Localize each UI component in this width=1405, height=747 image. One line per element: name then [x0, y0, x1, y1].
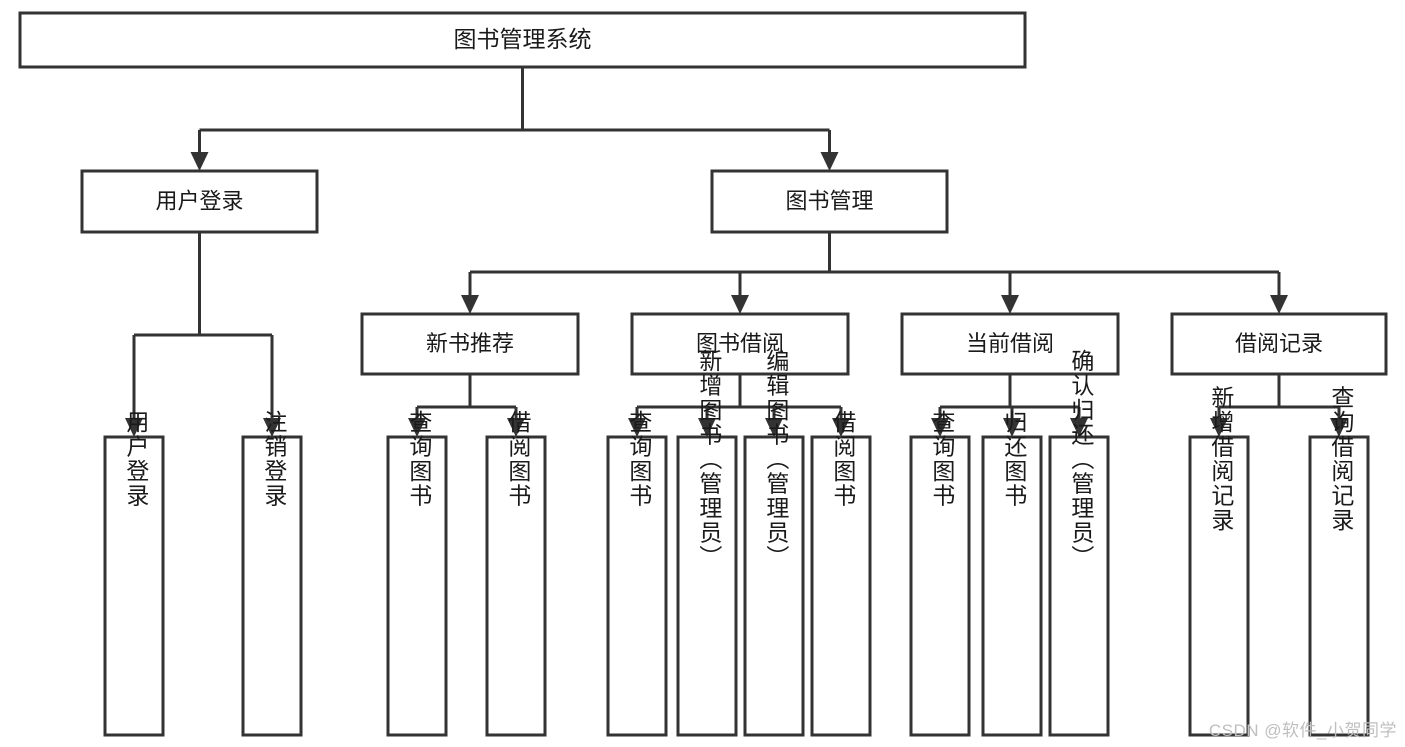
node-leaf-5-box[interactable]: [676, 435, 738, 737]
arrow-head-icon: [931, 418, 949, 437]
arrow-head-icon: [125, 418, 143, 437]
node-leaf-8[interactable]: 查询图书: [909, 410, 971, 737]
node-leaf-3[interactable]: 借阅图书: [485, 410, 547, 737]
node-l1-1-box[interactable]: [710, 169, 949, 234]
node-leaf-10-box[interactable]: [1048, 435, 1110, 737]
arrow-head-icon: [1330, 418, 1348, 437]
arrow-head-icon: [1270, 295, 1288, 314]
node-leaf-5[interactable]: 新增图书（管理员）: [676, 349, 738, 737]
node-l2-2[interactable]: 当前借阅: [900, 312, 1120, 376]
node-leaf-9[interactable]: 归还图书: [981, 410, 1043, 737]
arrow-head-icon: [1210, 418, 1228, 437]
node-leaf-0-label: 用户登录: [123, 410, 150, 508]
node-leaf-11-label: 新增借阅记录: [1208, 386, 1235, 533]
arrow-head-icon: [1070, 418, 1088, 437]
node-leaf-7-box[interactable]: [810, 435, 872, 737]
node-leaf-12-box[interactable]: [1308, 435, 1370, 737]
node-leaf-11-box[interactable]: [1188, 435, 1250, 737]
node-leaf-10[interactable]: 确认归还（管理员）: [1048, 349, 1110, 737]
node-leaf-6[interactable]: 编辑图书（管理员）: [743, 349, 805, 737]
node-leaf-2[interactable]: 查询图书: [386, 410, 448, 737]
node-l2-3-box[interactable]: [1170, 312, 1388, 376]
arrow-head-icon: [765, 418, 783, 437]
node-leaf-9-label: 归还图书: [1001, 410, 1028, 508]
node-leaf-12[interactable]: 查询借阅记录: [1308, 386, 1370, 737]
node-l1-0[interactable]: 用户登录: [80, 169, 319, 234]
node-leaf-3-box[interactable]: [485, 435, 547, 737]
node-leaf-1-label: 注销登录: [261, 410, 288, 508]
node-leaf-8-label: 查询图书: [929, 410, 956, 508]
arrow-head-icon: [698, 418, 716, 437]
node-leaf-12-label: 查询借阅记录: [1328, 386, 1355, 533]
arrow-head-icon: [1001, 295, 1019, 314]
node-leaf-4-box[interactable]: [606, 435, 668, 737]
node-l1-1[interactable]: 图书管理: [710, 169, 949, 234]
node-leaf-2-box[interactable]: [386, 435, 448, 737]
arrow-head-icon: [263, 418, 281, 437]
arrow-head-icon: [1003, 418, 1021, 437]
node-l2-1-box[interactable]: [630, 312, 850, 376]
node-leaf-11[interactable]: 新增借阅记录: [1188, 386, 1250, 737]
node-leaf-8-box[interactable]: [909, 435, 971, 737]
node-root-图书管理系统-label: 图书管理系统: [454, 26, 592, 52]
node-leaf-1-box[interactable]: [241, 435, 303, 737]
arrow-head-icon: [408, 418, 426, 437]
node-l2-0[interactable]: 新书推荐: [360, 312, 580, 376]
node-leaf-7-label: 借阅图书: [830, 410, 857, 508]
node-l2-2-box[interactable]: [900, 312, 1120, 376]
node-leaf-1[interactable]: 注销登录: [241, 410, 303, 737]
node-l2-3[interactable]: 借阅记录: [1170, 312, 1388, 376]
node-leaf-2-label: 查询图书: [406, 410, 433, 508]
node-l1-0-label: 用户登录: [155, 188, 243, 213]
node-leaf-0[interactable]: 用户登录: [103, 410, 165, 737]
node-leaf-6-label: 编辑图书（管理员）: [763, 349, 790, 570]
arrow-head-icon: [461, 295, 479, 314]
node-l2-1-label: 图书借阅: [696, 331, 784, 356]
arrow-head-icon: [832, 418, 850, 437]
arrow-head-icon: [628, 418, 646, 437]
node-leaf-7[interactable]: 借阅图书: [810, 410, 872, 737]
node-leaf-4[interactable]: 查询图书: [606, 410, 668, 737]
edges-layer: [125, 67, 1348, 437]
node-root-图书管理系统[interactable]: 图书管理系统: [18, 11, 1027, 69]
node-l2-3-label: 借阅记录: [1235, 331, 1323, 356]
node-root-图书管理系统-box[interactable]: [18, 11, 1027, 69]
node-leaf-5-label: 新增图书（管理员）: [696, 349, 723, 570]
node-leaf-3-label: 借阅图书: [505, 410, 532, 508]
node-l1-0-box[interactable]: [80, 169, 319, 234]
node-l1-1-label: 图书管理: [785, 188, 873, 213]
arrow-head-icon: [507, 418, 525, 437]
node-l2-0-box[interactable]: [360, 312, 580, 376]
node-leaf-9-box[interactable]: [981, 435, 1043, 737]
node-leaf-4-label: 查询图书: [626, 410, 653, 508]
node-leaf-0-box[interactable]: [103, 435, 165, 737]
node-l2-0-label: 新书推荐: [426, 331, 514, 356]
node-l2-1[interactable]: 图书借阅: [630, 312, 850, 376]
node-l2-2-label: 当前借阅: [966, 331, 1054, 356]
nodes-layer: 图书管理系统用户登录图书管理新书推荐图书借阅当前借阅借阅记录用户登录注销登录查询…: [18, 11, 1388, 737]
node-leaf-10-label: 确认归还（管理员）: [1068, 349, 1095, 570]
node-leaf-6-box[interactable]: [743, 435, 805, 737]
arrow-head-icon: [190, 152, 209, 171]
arrow-head-icon: [731, 295, 749, 314]
arrow-head-icon: [820, 152, 839, 171]
